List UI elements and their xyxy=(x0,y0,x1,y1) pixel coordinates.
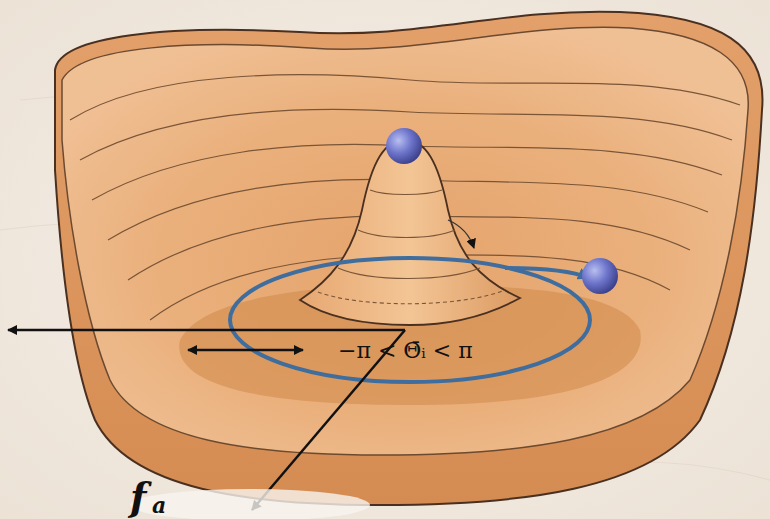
theta-range-label: −π < Θ̄ᵢ < π xyxy=(338,340,473,362)
decay-constant-symbol: f xyxy=(130,478,146,516)
decay-constant-subscript: a xyxy=(152,494,166,516)
